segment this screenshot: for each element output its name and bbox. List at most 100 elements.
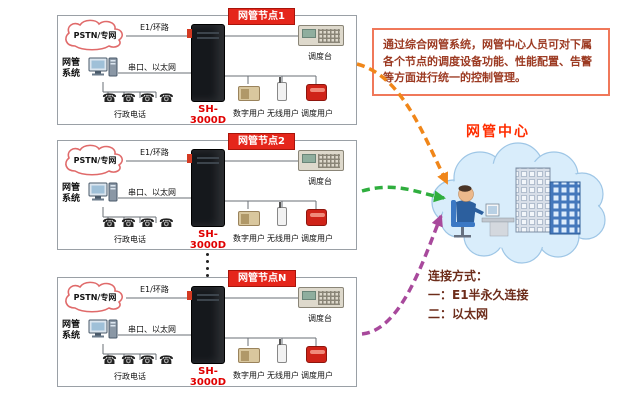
- pstn-cloud: PSTN/专网: [61, 144, 129, 176]
- handset: [241, 351, 249, 361]
- dispatch-console-icon: [298, 287, 344, 308]
- phone-icon: ☎: [158, 216, 174, 230]
- computer-icon: [88, 319, 118, 339]
- server-model-label: SH-3000D: [189, 229, 227, 251]
- server-cabinet-icon: [187, 286, 225, 364]
- console-keypad: [318, 154, 340, 168]
- admin-phone-label: 行政电话: [114, 110, 146, 119]
- admin-phone-label: 行政电话: [114, 235, 146, 244]
- pstn-cloud: PSTN/专网: [61, 281, 129, 313]
- phone-icon: ☎: [102, 91, 117, 105]
- dispatch-user-label: 调度用户: [301, 234, 333, 243]
- dispatch-console-icon: [298, 25, 344, 46]
- admin-phone-row: ☎ ☎ ☎ ☎: [102, 91, 174, 105]
- network-node-box: 网管节点1 PSTN/专网 E1/环路 网管系统 串口、以太网 SH-3000D…: [57, 8, 357, 126]
- server-vent: [197, 32, 219, 34]
- server-port-tag: [187, 154, 192, 163]
- server-cabinet-icon: [187, 24, 225, 102]
- server-port-tag: [187, 29, 192, 38]
- phone-icon: ☎: [139, 353, 155, 367]
- dispatch-console-icon: [298, 150, 344, 171]
- server-vent: [197, 162, 219, 164]
- serial-ethernet-label: 串口、以太网: [128, 188, 176, 197]
- phone-icon: ☎: [158, 353, 174, 367]
- digital-user-label: 数字用户: [233, 109, 265, 118]
- admin-phone-label: 行政电话: [114, 372, 146, 381]
- wireless-user-label: 无线用户: [267, 109, 299, 118]
- dispatch-console-label: 调度台: [308, 177, 332, 186]
- more-nodes-ellipsis: [206, 253, 209, 277]
- pstn-label: PSTN/专网: [73, 30, 117, 40]
- handset: [241, 89, 249, 99]
- description-box: 通过综合网管系统，网管中心人员可对下属各个节点的调度设备功能、性能配置、告警等方…: [372, 28, 610, 96]
- digital-phone-icon: [238, 348, 260, 363]
- buildings-icon: [515, 167, 581, 235]
- nms-label: 网管系统: [62, 58, 81, 80]
- serial-ethernet-label: 串口、以太网: [128, 325, 176, 334]
- server-vent: [197, 294, 219, 296]
- server-cabinet-icon: [187, 149, 225, 227]
- server-vent: [197, 37, 219, 39]
- handset: [310, 88, 325, 92]
- console-screen: [302, 291, 316, 300]
- phone-icon: ☎: [102, 353, 117, 367]
- server-vent: [197, 157, 219, 159]
- dispatch-phone-icon: [306, 84, 327, 101]
- serial-ethernet-label: 串口、以太网: [128, 63, 176, 72]
- pstn-label: PSTN/专网: [73, 155, 117, 165]
- handset: [310, 213, 325, 217]
- phone-icon: ☎: [120, 353, 136, 367]
- e1-link-label: E1/环路: [140, 285, 169, 294]
- cloud-icon: [65, 19, 124, 51]
- cloud-icon: [65, 281, 124, 313]
- dispatch-user-label: 调度用户: [301, 109, 333, 118]
- pstn-label: PSTN/专网: [73, 292, 117, 302]
- cloud-icon: [65, 144, 124, 176]
- dispatch-console-label: 调度台: [308, 52, 332, 61]
- digital-phone-icon: [238, 211, 260, 226]
- computer-icon: [88, 57, 118, 77]
- wireless-user-label: 无线用户: [267, 234, 299, 243]
- wireless-handset-icon: [277, 77, 287, 101]
- digital-phone-icon: [238, 86, 260, 101]
- phone-icon: ☎: [139, 91, 155, 105]
- handset: [310, 350, 325, 354]
- digital-user-label: 数字用户: [233, 234, 265, 243]
- network-center-cloud: [431, 142, 606, 264]
- admin-phone-row: ☎ ☎ ☎ ☎: [102, 353, 174, 367]
- phone-icon: ☎: [120, 216, 136, 230]
- connection-methods: 连接方式： 一：E1半永久连接 二：以太网: [428, 267, 529, 325]
- dispatch-phone-icon: [306, 209, 327, 226]
- connection-method-2: 二：以太网: [428, 307, 489, 322]
- nms-label: 网管系统: [62, 320, 81, 342]
- dispatch-phone-icon: [306, 346, 327, 363]
- server-port-tag: [187, 291, 192, 300]
- console-screen: [302, 29, 316, 38]
- digital-user-label: 数字用户: [233, 371, 265, 380]
- network-node-box: 网管节点2 PSTN/专网 E1/环路 网管系统 串口、以太网 SH-3000D…: [57, 133, 357, 251]
- node-title: 网管节点2: [228, 133, 295, 150]
- e1-link-label: E1/环路: [140, 23, 169, 32]
- node-wiring-lines: [102, 35, 317, 98]
- server-vent: [197, 299, 219, 301]
- phone-icon: ☎: [158, 91, 174, 105]
- node-wiring-lines: [102, 160, 317, 223]
- node-title: 网管节点N: [228, 270, 297, 287]
- phone-icon: ☎: [102, 216, 117, 230]
- wireless-handset-icon: [277, 339, 287, 363]
- wireless-user-label: 无线用户: [267, 371, 299, 380]
- connection-method-1: 一：E1半永久连接: [428, 288, 529, 303]
- server-model-label: SH-3000D: [189, 104, 227, 126]
- computer-icon: [88, 182, 118, 202]
- operator-at-desk-icon: [451, 185, 515, 238]
- node-wiring-lines: [102, 297, 317, 360]
- wireless-handset-icon: [277, 202, 287, 226]
- server-model-label: SH-3000D: [189, 366, 227, 388]
- console-keypad: [318, 29, 340, 43]
- phone-icon: ☎: [139, 216, 155, 230]
- dispatch-user-label: 调度用户: [301, 371, 333, 380]
- network-node-box: 网管节点N PSTN/专网 E1/环路 网管系统 串口、以太网 SH-3000D…: [57, 270, 357, 388]
- console-screen: [302, 154, 316, 163]
- phone-icon: ☎: [120, 91, 136, 105]
